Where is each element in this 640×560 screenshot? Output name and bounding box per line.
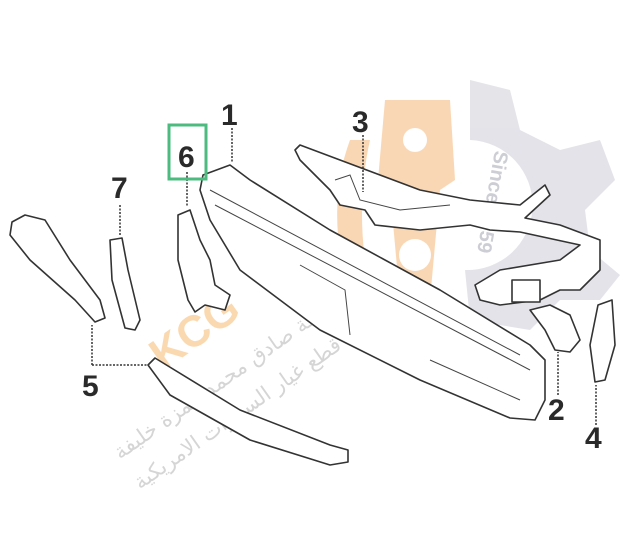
callout-7[interactable]: 7: [111, 172, 128, 205]
callout-4[interactable]: 4: [585, 422, 602, 455]
callout-2[interactable]: 2: [548, 394, 565, 427]
callout-6[interactable]: 6: [178, 141, 195, 174]
part-4-bracket: [589, 299, 616, 383]
part-1-bumper: [199, 164, 546, 421]
highlight-box-6: [167, 123, 208, 181]
callout-1[interactable]: 1: [221, 99, 238, 132]
part-5-strip-left: [9, 214, 106, 323]
part-3-frame: [294, 144, 601, 306]
leader-lines: [91, 128, 597, 425]
part-6-bracket: [177, 209, 231, 313]
part-5-strip-lower: [147, 357, 349, 466]
callout-3[interactable]: 3: [352, 106, 369, 139]
callout-5[interactable]: 5: [82, 370, 99, 403]
part-7-bracket: [109, 237, 141, 331]
part-2-bracket: [529, 304, 581, 353]
